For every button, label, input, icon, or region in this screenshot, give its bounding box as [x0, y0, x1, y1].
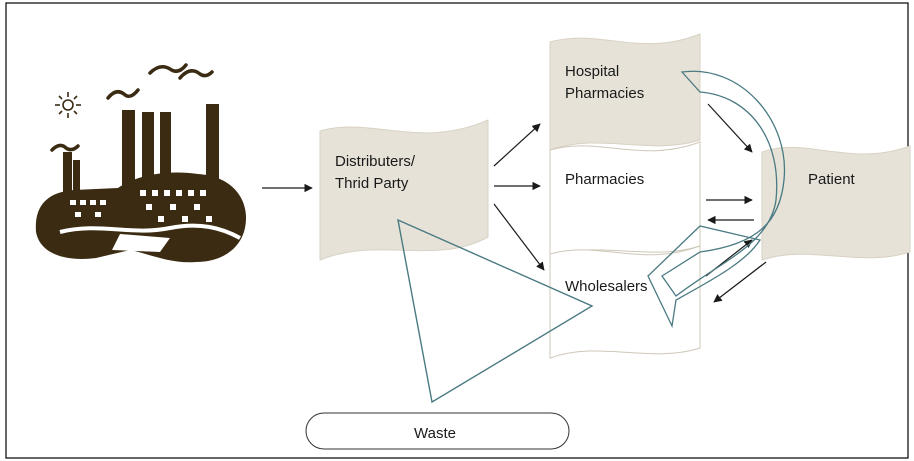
arrow-patient-to-wholesalers — [713, 261, 767, 303]
smoke-icon — [50, 63, 214, 152]
arrow-distributors-to-wholesalers — [493, 203, 545, 271]
node-distributors: Distributers/ Thrid Party — [319, 119, 489, 261]
patient-return-loop — [661, 70, 786, 297]
distributors-label-line2: Thrid Party — [335, 175, 409, 192]
node-patient: Patient — [761, 145, 911, 261]
factory-icon — [35, 63, 247, 263]
wholesalers-label: Wholesalers — [565, 278, 648, 295]
return-loop-arrowhead — [647, 225, 762, 329]
pharmacies-label: Pharmacies — [565, 171, 644, 188]
distributors-label-line1: Distributers/ — [335, 153, 416, 170]
arrow-distributors-to-hospital — [493, 123, 541, 167]
waste-return-triangle — [397, 218, 594, 404]
arrow-hospital-to-patient — [707, 103, 753, 153]
hospital-pharmacies-label-line2: Pharmacies — [565, 85, 644, 102]
node-wholesalers: Wholesalers — [549, 245, 701, 359]
node-hospital-pharmacies: Hospital Pharmacies — [549, 33, 701, 151]
waste-label: Waste — [414, 425, 456, 442]
hospital-pharmacies-label-line1: Hospital — [565, 63, 619, 80]
sun-icon — [55, 92, 81, 118]
patient-label: Patient — [808, 171, 856, 188]
node-pharmacies: Pharmacies — [549, 141, 701, 257]
node-waste: Waste — [305, 412, 570, 450]
